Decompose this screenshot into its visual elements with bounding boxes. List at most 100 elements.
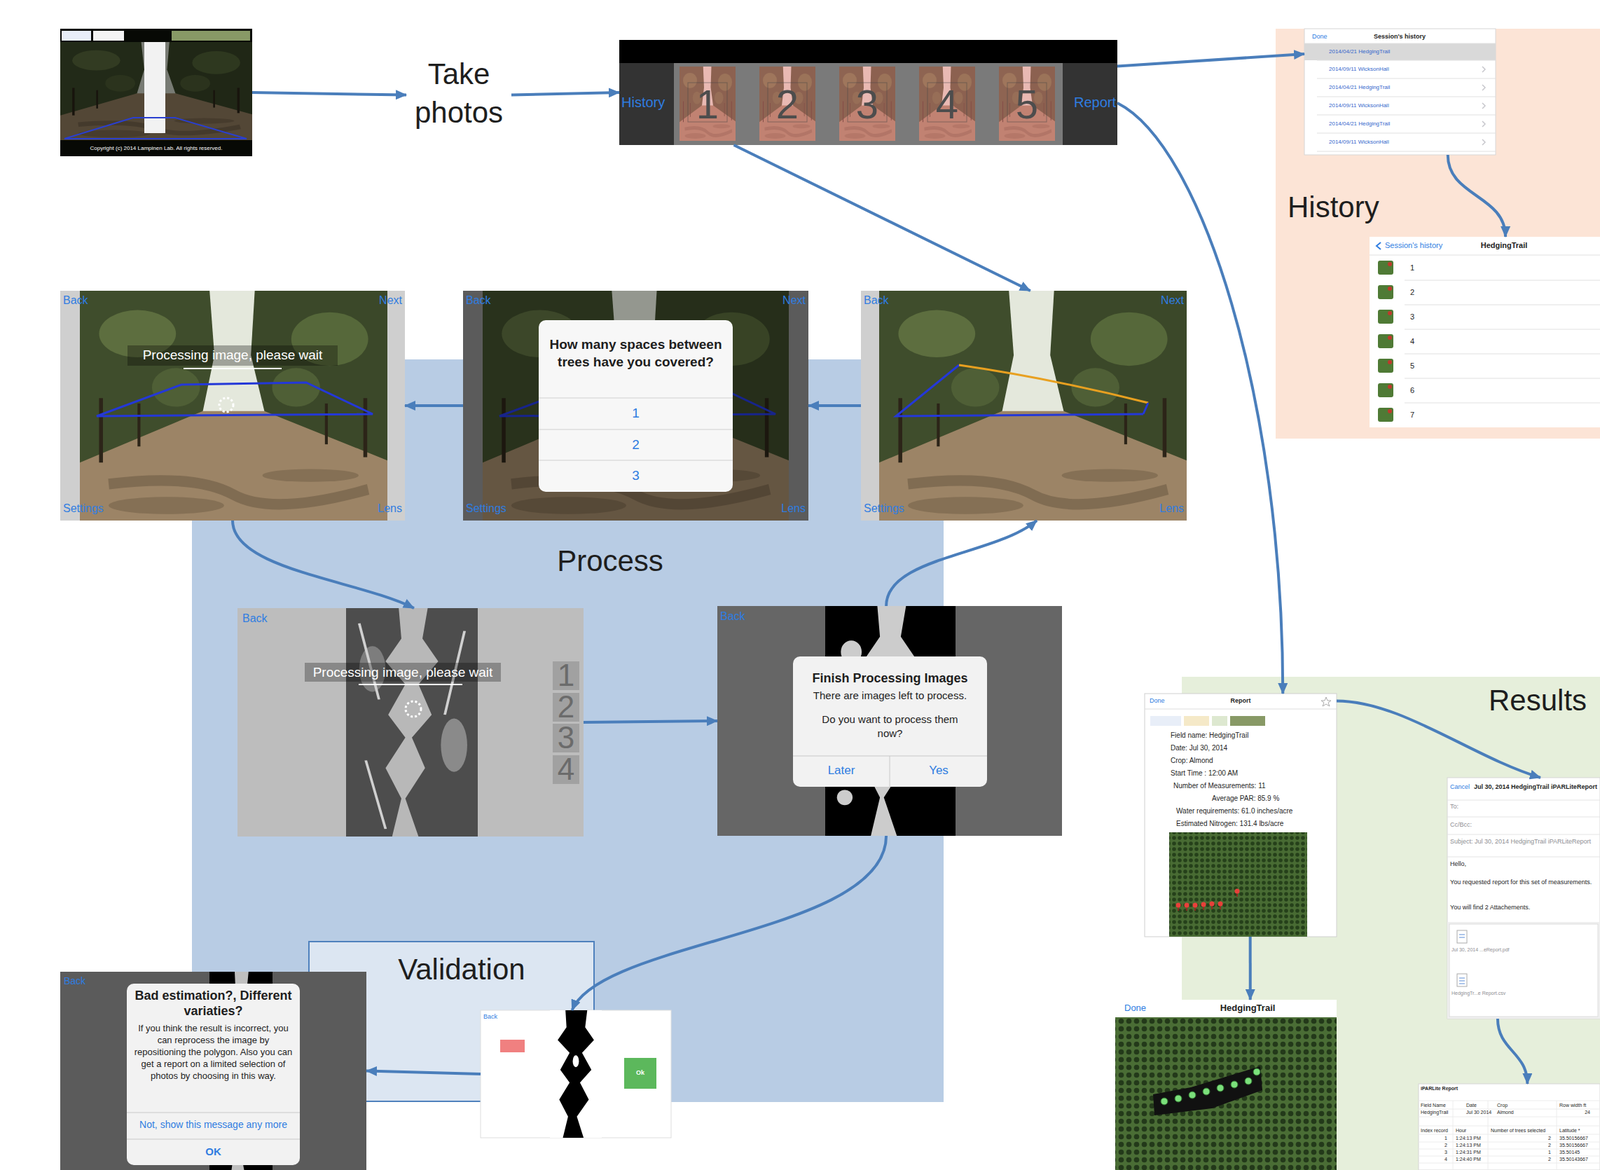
session-list-screen-path	[1482, 66, 1486, 146]
text-slot: Jul 30, 2014 ...eReport.pdf	[1451, 947, 1510, 953]
capture-screen-use	[998, 66, 1055, 141]
text-slot: How many spaces between trees have you c…	[544, 336, 728, 371]
app-screen-text: Estimated Nitrogen: 131.4 lbs/acre	[1176, 819, 1284, 829]
session-detail-screen-path	[1376, 242, 1381, 250]
text-slot: Subject: Jul 30, 2014 HedgingTrail iPARL…	[1450, 837, 1596, 846]
spreadsheet-rect	[1418, 1083, 1600, 1170]
report-screen-path	[1178, 891, 1238, 911]
session-detail-screen-rect	[1369, 236, 1600, 428]
text-slot: Done	[1312, 32, 1328, 41]
step-label-text: Take photos	[406, 55, 512, 132]
processing-screen-line	[183, 367, 282, 370]
splash-screen	[60, 28, 253, 157]
app-screen-text: HedgingTrail	[1461, 240, 1547, 251]
email-screen-rect	[1457, 930, 1467, 943]
text-slot: 5	[998, 84, 1055, 125]
text-slot: 5	[1410, 361, 1415, 371]
tree-icons-circle	[1387, 286, 1392, 291]
text-slot: Settings	[863, 501, 905, 515]
app-screen-text: Session's history	[1384, 240, 1443, 251]
text-slot: Next	[350, 293, 403, 307]
text-slot: Cancel	[1450, 783, 1470, 791]
app-screen-text: 2014/04/21 HedgingTrail	[1328, 48, 1390, 56]
map-pins	[1160, 1068, 1261, 1105]
text-slot: 1:24:40 PM	[1455, 1156, 1481, 1163]
flow-arrow	[1117, 53, 1305, 67]
report-screen	[1144, 693, 1337, 937]
flow-arrow	[1336, 700, 1541, 778]
text-slot: 4	[552, 755, 580, 784]
capture-screen	[619, 39, 1118, 146]
flow-arrow	[1447, 154, 1506, 237]
text-slot: 1	[1429, 1135, 1448, 1142]
session-list-screen-rect	[1304, 43, 1496, 61]
gray-processing-screen-circle	[405, 701, 422, 717]
flow-arrow	[366, 1071, 481, 1075]
tree-icons-circle	[1387, 335, 1392, 340]
text-slot: 24	[1569, 1109, 1591, 1116]
text-slot: 1	[552, 661, 580, 691]
app-screen-text: 7	[1410, 410, 1415, 420]
polygon-screen	[860, 290, 1187, 521]
app-screen-text: Processing image, please wait	[127, 347, 338, 364]
region-panel-text: History	[1287, 190, 1380, 225]
app-screen-text: Latitude *	[1559, 1127, 1581, 1134]
report-screen-circle	[1184, 902, 1190, 908]
app-screen-text: 2014/04/21 HedgingTrail	[1328, 84, 1390, 92]
app-screen-text: How many spaces between trees have you c…	[544, 336, 728, 371]
text-slot: 35.50156667	[1559, 1135, 1589, 1142]
validation-screen-rect	[480, 1010, 672, 1138]
processing-screen	[60, 290, 405, 521]
processing-screen-use	[79, 290, 388, 521]
app-screen-text: Almond	[1497, 1109, 1514, 1116]
capture-screen-rect	[619, 63, 1118, 146]
capture-screen-rect	[1007, 82, 1047, 122]
text-slot: 3	[1410, 312, 1415, 322]
app-screen-text: 3	[1429, 1149, 1448, 1156]
gray-processing-screen-rect	[237, 608, 584, 837]
flow-arrow	[252, 92, 407, 96]
app-screen-text: Settings	[465, 501, 507, 515]
text-slot: 2014/04/21 HedgingTrail	[1328, 48, 1390, 56]
app-screen-text: Hello,	[1450, 860, 1467, 868]
email-screen-path	[1447, 800, 1600, 857]
app-screen-text: Back	[242, 611, 268, 625]
text-slot: Back	[63, 293, 89, 307]
text-slot: Crop	[1497, 1102, 1508, 1109]
app-screen-text: 2	[759, 84, 816, 125]
report-screen-rect	[1150, 715, 1182, 726]
app-screen-text: HedgingTrail	[1205, 1002, 1290, 1014]
capture-screen-rect	[919, 66, 976, 141]
session-list-screen	[1304, 28, 1496, 155]
stage-box-text: Validation	[356, 952, 567, 987]
app-screen-text: HedgingTr...e Report.csv	[1451, 990, 1506, 997]
report-screen-rect	[1230, 715, 1266, 726]
text-slot: 2	[759, 84, 816, 125]
app-screen-text: 2	[1534, 1142, 1551, 1149]
app-screen-text: Back	[720, 609, 746, 623]
capture-screen-use	[759, 66, 816, 141]
app-screen-text: Average PAR: 85.9 %	[1211, 794, 1280, 803]
bad-estimation-screen-rect	[60, 971, 367, 1170]
text-slot: Estimated Nitrogen: 131.4 lbs/acre	[1176, 819, 1284, 829]
text-slot: 4	[1410, 336, 1415, 347]
flow-arrow	[572, 835, 887, 1011]
app-screen-text: Later	[792, 763, 890, 778]
text-slot: 1:24:13 PM	[1455, 1142, 1481, 1149]
app-screen-text: Date	[1466, 1102, 1477, 1109]
map-pins-circle	[1160, 1097, 1168, 1105]
app-screen-text: 1	[1429, 1135, 1448, 1142]
text-slot: Index record	[1420, 1127, 1448, 1134]
email-screen-rect	[1447, 921, 1600, 1019]
capture-screen-rect	[759, 66, 816, 141]
finish-dialog-screen-rect	[717, 605, 1062, 836]
app-screen-text: 1	[679, 84, 736, 125]
app-screen-text: Settings	[863, 501, 905, 515]
tree-icons-rect	[1377, 309, 1394, 324]
text-slot: OK	[126, 1145, 300, 1158]
app-screen-text: Session's history	[1355, 32, 1444, 41]
gray-processing-screen-rect	[552, 755, 580, 784]
app-screen-text: 2014/09/11 WicksonHall	[1328, 65, 1390, 73]
text-slot: Date	[1466, 1102, 1477, 1109]
